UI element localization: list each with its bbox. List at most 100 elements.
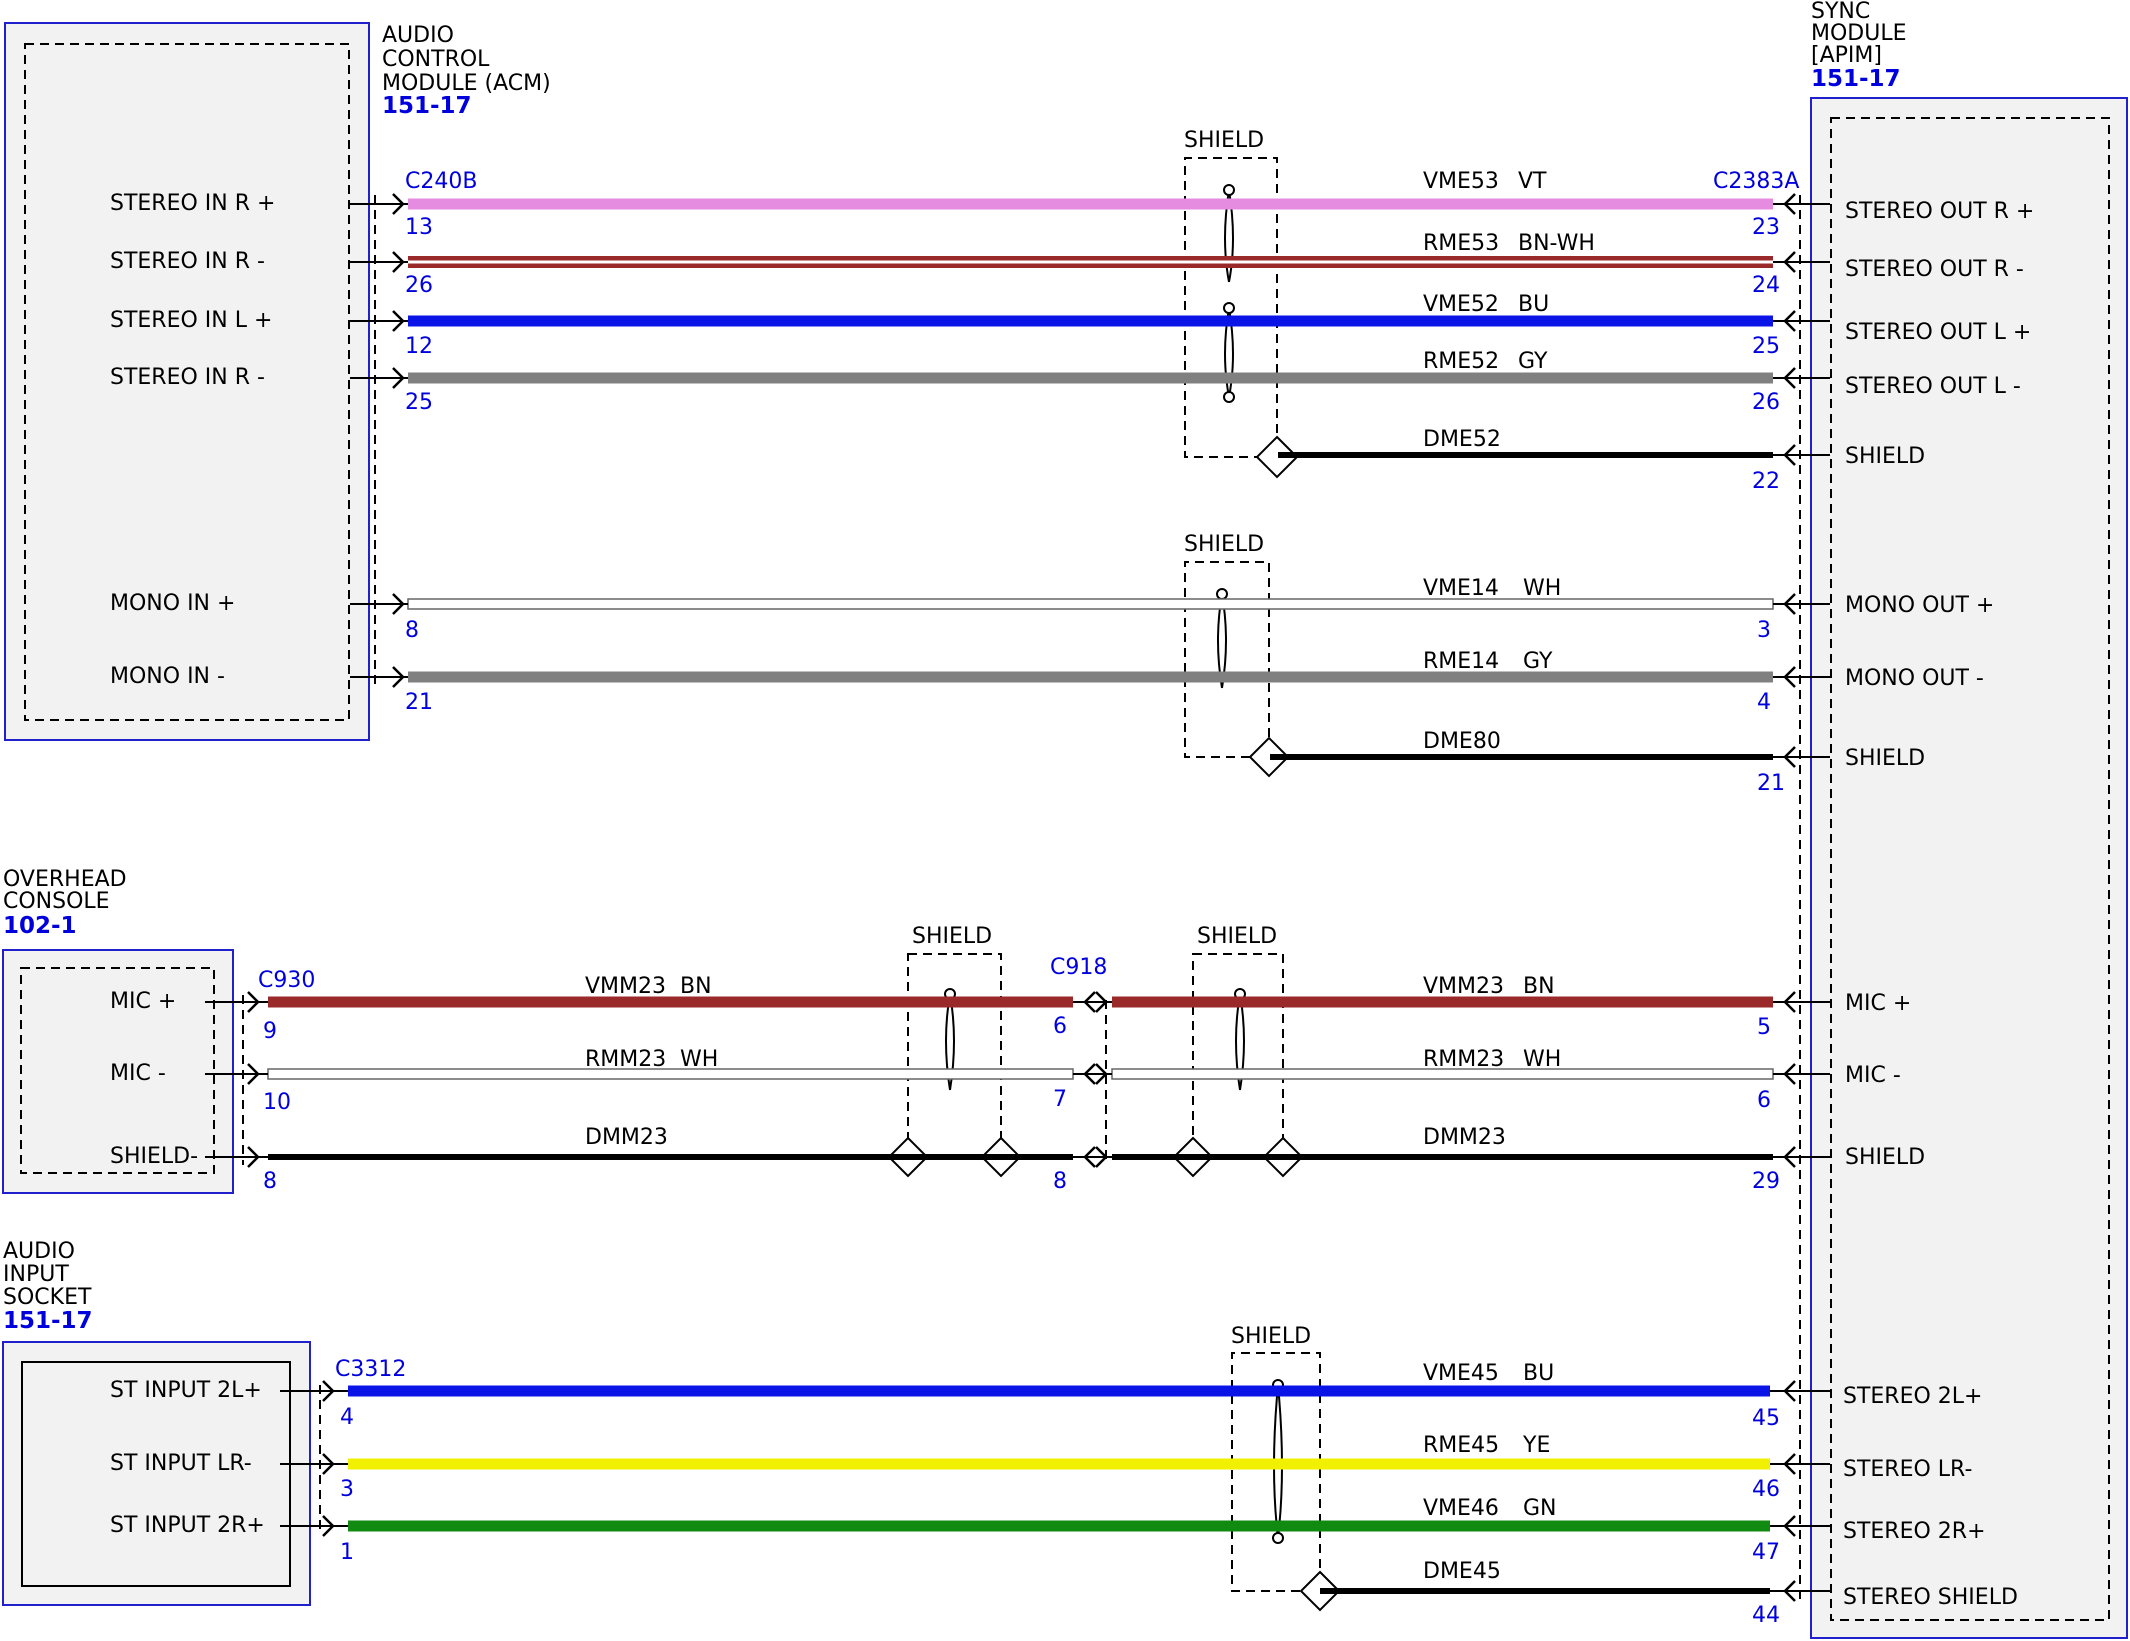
overhead-console-box <box>2 949 234 1194</box>
shield-group-1: SHIELD <box>1184 128 1299 479</box>
right-pin-label: STEREO OUT L + <box>1845 320 2031 345</box>
circuit-id: DME80 <box>1423 729 1501 754</box>
wire-color-code: WH <box>1523 1047 1561 1072</box>
circuit-id: RME53 <box>1423 231 1499 256</box>
right-pin-number: 25 <box>1752 334 1780 359</box>
acm-module-box <box>4 22 370 741</box>
circuit-id: RMM23 <box>1423 1047 1504 1072</box>
right-pin-label: MONO OUT + <box>1845 593 1994 618</box>
twist-node <box>1223 391 1235 403</box>
left-pin-label: ST INPUT LR- <box>110 1451 252 1476</box>
module-ref: 151-17 <box>382 93 472 119</box>
right-pin-label: STEREO 2R+ <box>1843 1519 1986 1544</box>
right-pin-number: 24 <box>1752 273 1780 298</box>
wire-color-code: BN <box>1523 974 1555 999</box>
wire-color-code: BU <box>1523 1361 1554 1386</box>
overhead-console-label: OVERHEAD CONSOLE 102-1 <box>3 867 127 939</box>
wire-color-code: GY <box>1518 349 1548 374</box>
module-name-line: SOCKET <box>3 1285 92 1310</box>
right-pin-label: MONO OUT - <box>1845 666 1984 691</box>
wire-color-code: GN <box>1523 1496 1557 1521</box>
inline-pin-number: 8 <box>1053 1169 1067 1194</box>
left-pin-label: SHIELD- <box>110 1144 198 1169</box>
wire-color-code: GY <box>1523 649 1553 674</box>
circuit-id: VME45 <box>1423 1361 1499 1386</box>
module-ref: 151-17 <box>1811 66 1901 92</box>
module-name-line: CONTROL <box>382 47 490 72</box>
module-ref: 151-17 <box>3 1308 93 1334</box>
circuit-id: VME14 <box>1423 576 1499 601</box>
left-pin-number: 9 <box>263 1019 277 1044</box>
module-name-line: OVERHEAD <box>3 867 127 892</box>
audio-input-socket-box <box>2 1341 311 1606</box>
right-pin-label: STEREO OUT L - <box>1845 374 2021 399</box>
left-pin-number: 3 <box>340 1477 354 1502</box>
right-pin-number: 26 <box>1752 390 1780 415</box>
right-pin-label: MIC + <box>1845 991 1911 1016</box>
shield-group-3: SHIELD <box>887 924 1022 1178</box>
circuit-id: VMM23 <box>1423 974 1504 999</box>
inline-pin-number: 7 <box>1053 1087 1067 1112</box>
module-name-line: AUDIO <box>382 23 454 48</box>
right-pin-number: 46 <box>1752 1477 1780 1502</box>
left-pin-number: 1 <box>340 1540 354 1565</box>
left-pin-number: 12 <box>405 334 433 359</box>
left-pin-label: ST INPUT 2R+ <box>110 1513 265 1538</box>
wire-color-code: BN-WH <box>1518 231 1595 256</box>
wire-color-code: WH <box>680 1047 718 1072</box>
right-pin-label: STEREO LR- <box>1843 1457 1972 1482</box>
shield-group-2: SHIELD <box>1184 532 1290 778</box>
circuit-id: RME14 <box>1423 649 1499 674</box>
left-pin-number: 21 <box>405 690 433 715</box>
wire-color-code: VT <box>1518 169 1547 194</box>
shield-drain-diamond <box>1255 435 1299 479</box>
right-pin-label: SHIELD <box>1845 746 1925 771</box>
right-pin-number: 6 <box>1757 1088 1771 1113</box>
shield-label: SHIELD <box>1231 1324 1311 1349</box>
right-pin-number: 22 <box>1752 469 1780 494</box>
left-pin-number: 8 <box>405 618 419 643</box>
wire-color-code: YE <box>1522 1433 1550 1458</box>
inline-pin-number: 6 <box>1053 1014 1067 1039</box>
left-pin-label: MONO IN - <box>110 664 225 689</box>
circuit-id: DMM23 <box>1423 1125 1506 1150</box>
left-pin-label: STEREO IN R - <box>110 365 265 390</box>
circuit-id: VME53 <box>1423 169 1499 194</box>
shield-label: SHIELD <box>1197 924 1277 949</box>
twist-node <box>1272 1532 1284 1544</box>
circuit-id: VME52 <box>1423 292 1499 317</box>
shield-drain-diamond <box>1248 736 1290 778</box>
shield-label: SHIELD <box>1184 128 1264 153</box>
right-pin-label: SHIELD <box>1845 1145 1925 1170</box>
right-pin-label: STEREO OUT R - <box>1845 257 2024 282</box>
left-pin-number: 13 <box>405 215 433 240</box>
right-pin-label: SHIELD <box>1845 444 1925 469</box>
shield-group-4: SHIELD <box>1172 924 1304 1178</box>
left-pin-label: MONO IN + <box>110 591 235 616</box>
acm-module-label: AUDIO CONTROL MODULE (ACM) 151-17 <box>382 23 551 119</box>
right-pin-number: 23 <box>1752 215 1780 240</box>
right-pin-label: STEREO SHIELD <box>1843 1585 2018 1610</box>
left-pin-label: ST INPUT 2L+ <box>110 1378 262 1403</box>
right-pin-label: STEREO OUT R + <box>1845 199 2034 224</box>
circuit-id: VME46 <box>1423 1496 1499 1521</box>
right-pin-label: STEREO 2L+ <box>1843 1384 1983 1409</box>
connector-id-socket: C3312 <box>335 1357 406 1382</box>
connector-id-overhead: C930 <box>258 968 315 993</box>
right-pin-number: 5 <box>1757 1015 1771 1040</box>
wire-color-code: BU <box>1518 292 1549 317</box>
shield-label: SHIELD <box>912 924 992 949</box>
left-pin-number: 25 <box>405 390 433 415</box>
audio-input-socket-label: AUDIO INPUT SOCKET 151-17 <box>3 1239 93 1334</box>
